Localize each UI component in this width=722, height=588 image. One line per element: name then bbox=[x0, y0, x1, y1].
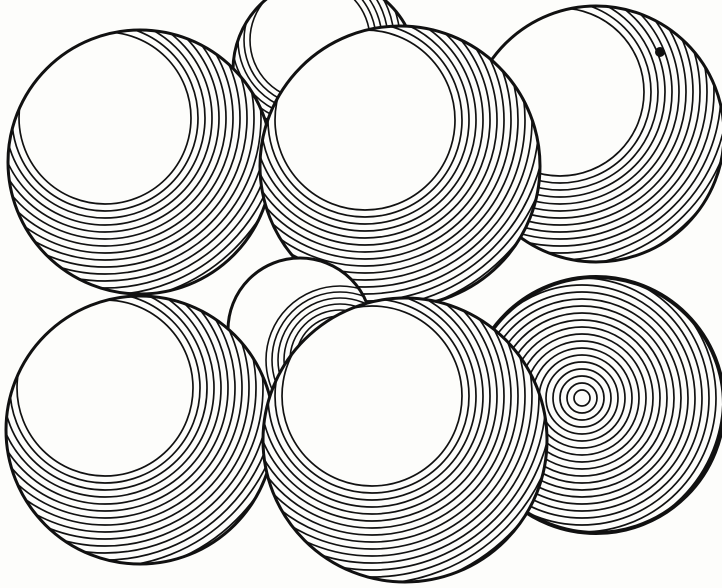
sphere-top-right-speck bbox=[655, 47, 665, 57]
